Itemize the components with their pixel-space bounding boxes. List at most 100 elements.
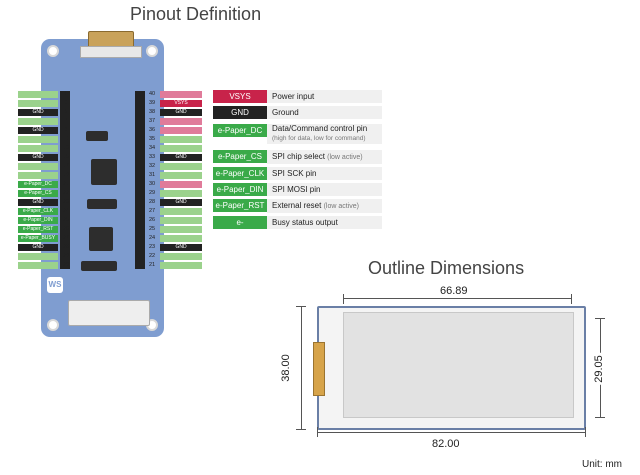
right-pin-label: GND	[160, 154, 202, 161]
dim-tick	[595, 417, 605, 418]
left-pin-number: 24	[62, 208, 70, 214]
left-pin-number: 9	[64, 127, 68, 133]
left-pin-number: 15	[62, 154, 70, 160]
right-pin-number: 30	[148, 181, 156, 187]
left-pin-number: 7	[64, 118, 68, 124]
dim-outer-height: 38.00	[279, 352, 292, 384]
brand-logo: WS	[47, 277, 63, 293]
right-pin-number: 26	[148, 217, 156, 223]
right-pin-number: 36	[148, 127, 156, 133]
dim-tick	[296, 429, 306, 430]
right-pin-label	[160, 217, 202, 224]
right-pin-number: 22	[148, 253, 156, 259]
legend-description-text: Power input	[272, 92, 315, 101]
legend-description-text: Ground	[272, 108, 299, 117]
left-pin-header	[60, 91, 70, 269]
dim-tick	[571, 294, 572, 304]
right-pin-label	[160, 262, 202, 269]
left-pin-number: 19	[62, 172, 70, 178]
right-pin-label	[160, 235, 202, 242]
legend-tag: GND	[213, 106, 267, 119]
right-pin-label	[160, 253, 202, 260]
legend-tag: e-Paper_DC	[213, 124, 267, 137]
right-pin-number: 34	[148, 145, 156, 151]
left-pin-number: 22	[62, 190, 70, 196]
legend-subnote: (high for data, low for command)	[272, 135, 366, 142]
left-pin-number: 5	[64, 109, 68, 115]
legend-description: SPI MOSI pin	[267, 183, 382, 196]
dim-active-height: 29.05	[592, 353, 605, 385]
left-pin-label: GND	[18, 199, 58, 206]
chip	[87, 199, 117, 209]
dim-active-width: 66.89	[438, 285, 470, 297]
right-pin-number: 21	[148, 262, 156, 268]
left-pin-label: e-Paper_CLK	[18, 208, 58, 215]
dim-tick	[296, 306, 306, 307]
left-pin-label	[18, 172, 58, 179]
left-pin-label	[18, 253, 58, 260]
legend-note: (low active)	[323, 203, 359, 210]
left-pin-label	[18, 100, 58, 107]
dim-line-outer-height	[301, 306, 302, 430]
legend-note: (low active)	[327, 154, 363, 161]
left-pin-label: e-Paper_DC	[18, 181, 58, 188]
right-pin-label	[160, 190, 202, 197]
left-pin-number: 23	[62, 199, 70, 205]
left-pin-label: e-Paper_DIN	[18, 217, 58, 224]
legend-description: Ground	[267, 106, 382, 119]
mount-hole	[47, 45, 59, 57]
right-pin-number: 24	[148, 235, 156, 241]
chip	[91, 159, 117, 185]
right-pin-label	[160, 91, 202, 98]
eink-fpc-tail	[313, 342, 325, 396]
left-pin-number: 27	[62, 235, 70, 241]
right-pin-label	[160, 208, 202, 215]
right-pin-number: 40	[148, 91, 156, 97]
right-pin-label	[160, 136, 202, 143]
right-pin-number: 39	[148, 100, 156, 106]
left-pin-number: 26	[62, 226, 70, 232]
right-pin-label: GND	[160, 199, 202, 206]
legend-tag: e-Paper_DIN	[213, 183, 267, 196]
right-pin-number: 37	[148, 118, 156, 124]
left-pin-label: GND	[18, 244, 58, 251]
left-pin-number: 29	[62, 253, 70, 259]
dim-outer-width: 82.00	[432, 438, 460, 450]
left-pin-label: GND	[18, 127, 58, 134]
left-pin-label: GND	[18, 109, 58, 116]
legend-description: SPI SCK pin	[267, 167, 382, 180]
chip	[86, 131, 108, 141]
left-pin-label: e-Paper_CS	[18, 190, 58, 197]
right-pin-header	[135, 91, 145, 269]
legend-tag: e-Paper_CS	[213, 150, 267, 163]
right-pin-label	[160, 172, 202, 179]
right-pin-label	[160, 181, 202, 188]
legend-description: SPI chip select (low active)	[267, 150, 382, 164]
left-pin-label: e-Paper_RST	[18, 226, 58, 233]
pinout-title: Pinout Definition	[130, 4, 262, 24]
left-pin-label	[18, 262, 58, 269]
right-pin-label	[160, 226, 202, 233]
right-pin-number: 35	[148, 136, 156, 142]
legend-description-text: SPI chip select	[272, 152, 325, 161]
eink-active-area	[343, 312, 574, 418]
legend-description: Data/Command control pin(high for data, …	[267, 124, 382, 144]
legend-tag: VSYS	[213, 90, 267, 103]
right-pin-label: VSYS	[160, 100, 202, 107]
left-pin-number: 17	[62, 163, 70, 169]
legend-tag: e-Paper_CLK	[213, 167, 267, 180]
outline-title: Outline Dimensions	[368, 258, 525, 278]
dim-line-active-width	[343, 298, 572, 299]
mount-hole	[47, 319, 59, 331]
legend-description-text: SPI SCK pin	[272, 169, 317, 178]
left-pin-label: e-Paper_BUSY	[18, 235, 58, 242]
legend-description-text: Busy status output	[272, 218, 338, 227]
driver-board: WS	[41, 39, 164, 337]
left-pin-number: 21	[62, 181, 70, 187]
left-pin-number: 20	[62, 262, 70, 268]
right-pin-number: 27	[148, 208, 156, 214]
right-pin-number: 28	[148, 199, 156, 205]
legend-tag: e-Paper_RST	[213, 199, 267, 212]
right-pin-number: 23	[148, 244, 156, 250]
left-pin-number: 11	[63, 136, 69, 142]
